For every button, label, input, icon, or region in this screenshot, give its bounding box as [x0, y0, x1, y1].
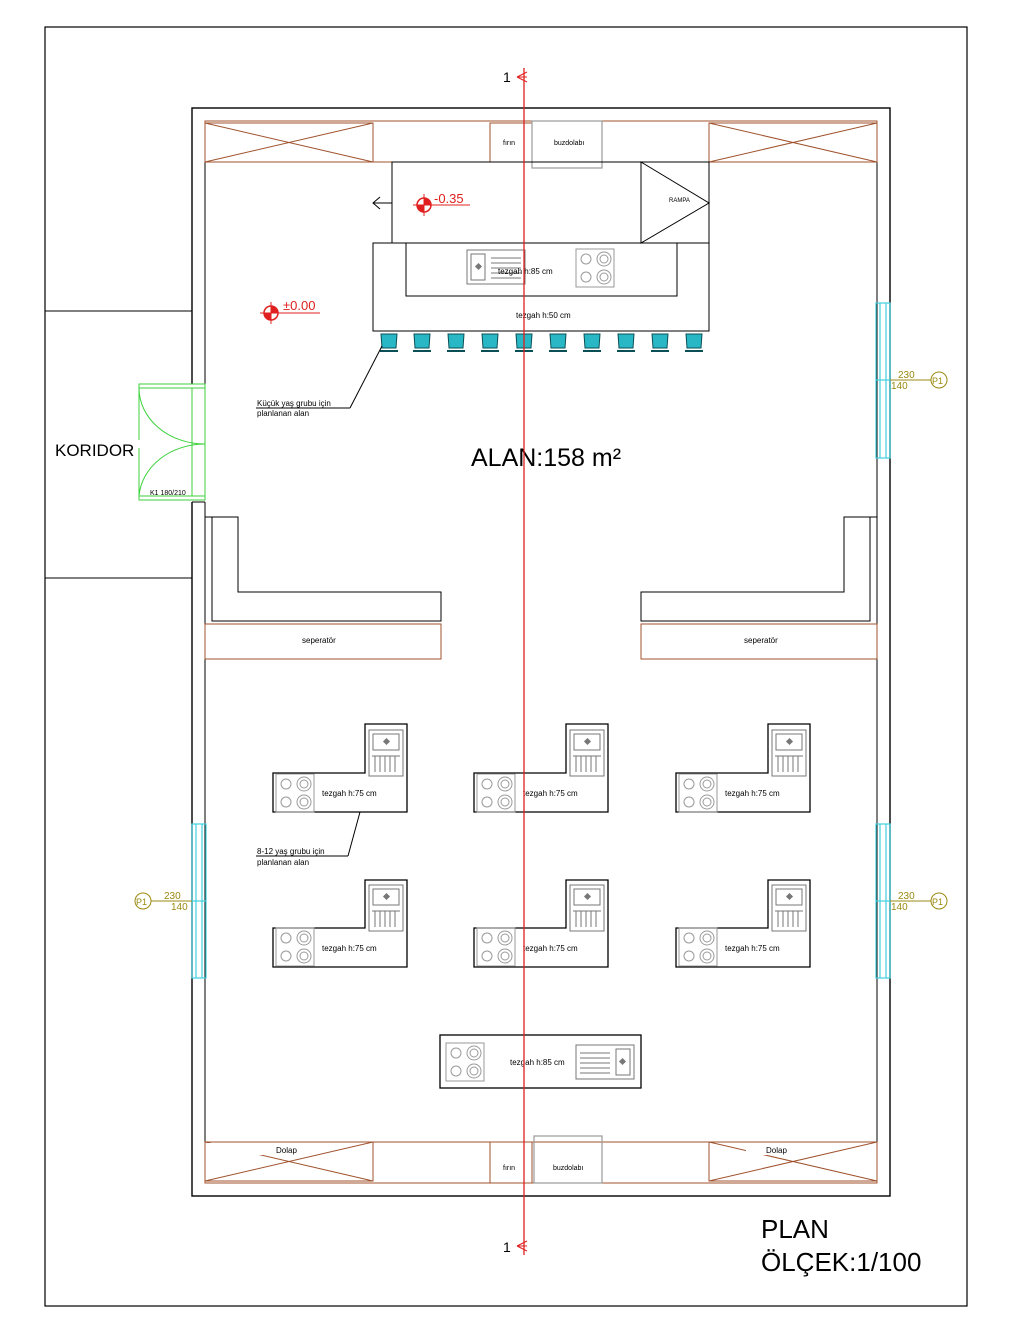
workstation-3-label: tezgah h:75 cm	[725, 789, 780, 798]
separator-right	[640, 623, 878, 660]
counter-high-label-bottom: tezgah h:85 cm	[510, 1058, 565, 1067]
window-left-lower	[191, 823, 207, 979]
workstation-4-label: tezgah h:75 cm	[322, 944, 377, 953]
oven-label-bottom: fırın	[503, 1165, 515, 1172]
area-label: ALAN:158 m²	[471, 444, 621, 472]
svg-text:230: 230	[898, 370, 915, 381]
section-label-bottom: 1	[503, 1239, 511, 1255]
corridor	[45, 310, 192, 579]
fridge-label-top: buzdolabı	[554, 140, 584, 147]
note-young-line2: planlanan alan	[257, 409, 309, 418]
counter-island-bottom: tezgah h:85 cm	[439, 1034, 642, 1089]
svg-text:230: 230	[898, 891, 915, 902]
separator-left	[204, 623, 442, 660]
workstation-5-label: tezgah h:75 cm	[523, 944, 578, 953]
window-right-upper	[875, 302, 891, 459]
workstation-4: tezgah h:75 cm	[272, 879, 408, 968]
svg-text:P1: P1	[932, 376, 943, 386]
partition-left	[205, 516, 442, 622]
workstation-6: tezgah h:75 cm	[675, 879, 811, 968]
svg-text:140: 140	[891, 902, 908, 913]
svg-text:140: 140	[171, 902, 188, 913]
oven-label-top: fırın	[503, 140, 515, 147]
section-line	[516, 68, 528, 1255]
svg-text:230: 230	[164, 891, 181, 902]
workstation-1: tezgah h:75 cm	[272, 723, 408, 813]
plan-title: PLAN	[761, 1214, 829, 1244]
cabinet-right-label: Dolap	[766, 1146, 787, 1155]
stools	[379, 333, 704, 352]
workstation-5: tezgah h:75 cm	[473, 879, 609, 968]
separator-left-label: seperatör	[302, 636, 336, 645]
counter-island-top	[372, 242, 710, 332]
entrance-door	[138, 383, 206, 501]
note-leader-young	[349, 345, 383, 409]
workstation-3: tezgah h:75 cm	[675, 723, 811, 813]
level-upper-label: -0.35	[434, 191, 464, 206]
note-school-line1: 8-12 yaş grubu için	[257, 847, 325, 856]
window-tag-left-lower: P1 230 140	[134, 891, 192, 913]
fridge-top	[531, 120, 603, 169]
workstation-2-label: tezgah h:75 cm	[523, 789, 578, 798]
ramp-label: RAMPA	[669, 198, 690, 204]
fridge-label-bottom: buzdolabı	[553, 1165, 583, 1172]
partition-right	[640, 516, 877, 622]
note-school-line2: planlanan alan	[257, 858, 309, 867]
level-main-label: ±0.00	[283, 298, 315, 313]
sheet-frame	[44, 26, 968, 1307]
level-marker-main	[260, 302, 320, 324]
separator-right-label: seperatör	[744, 636, 778, 645]
svg-text:P1: P1	[136, 897, 147, 907]
window-right-lower	[875, 823, 891, 979]
note-leader-school	[347, 811, 361, 857]
level-marker-upper	[413, 194, 470, 216]
hob-top-counter	[575, 248, 615, 288]
svg-text:140: 140	[891, 381, 908, 392]
note-young-line1: Küçük yaş grubu için	[257, 399, 331, 408]
section-label-top: 1	[503, 69, 511, 85]
workstation-6-label: tezgah h:75 cm	[725, 944, 780, 953]
door-tag: K1 180/210	[150, 490, 186, 497]
window-tag-right-lower: P1 230 140	[890, 891, 948, 913]
counter-child-label: tezgah h:50 cm	[516, 311, 571, 320]
fridge-bottom	[533, 1135, 603, 1184]
workstation-2: tezgah h:75 cm	[473, 723, 609, 813]
cabinet-left-label: Dolap	[276, 1146, 297, 1155]
plan-scale: ÖLÇEK:1/100	[761, 1247, 921, 1277]
corridor-label: KORIDOR	[55, 441, 134, 460]
window-tag-right-upper: P1 230 140	[890, 370, 948, 392]
svg-text:P1: P1	[932, 897, 943, 907]
workstation-1-label: tezgah h:75 cm	[322, 789, 377, 798]
counter-high-label-top: tezgah h:85 cm	[498, 267, 553, 276]
top-cabinet-row	[204, 120, 878, 163]
